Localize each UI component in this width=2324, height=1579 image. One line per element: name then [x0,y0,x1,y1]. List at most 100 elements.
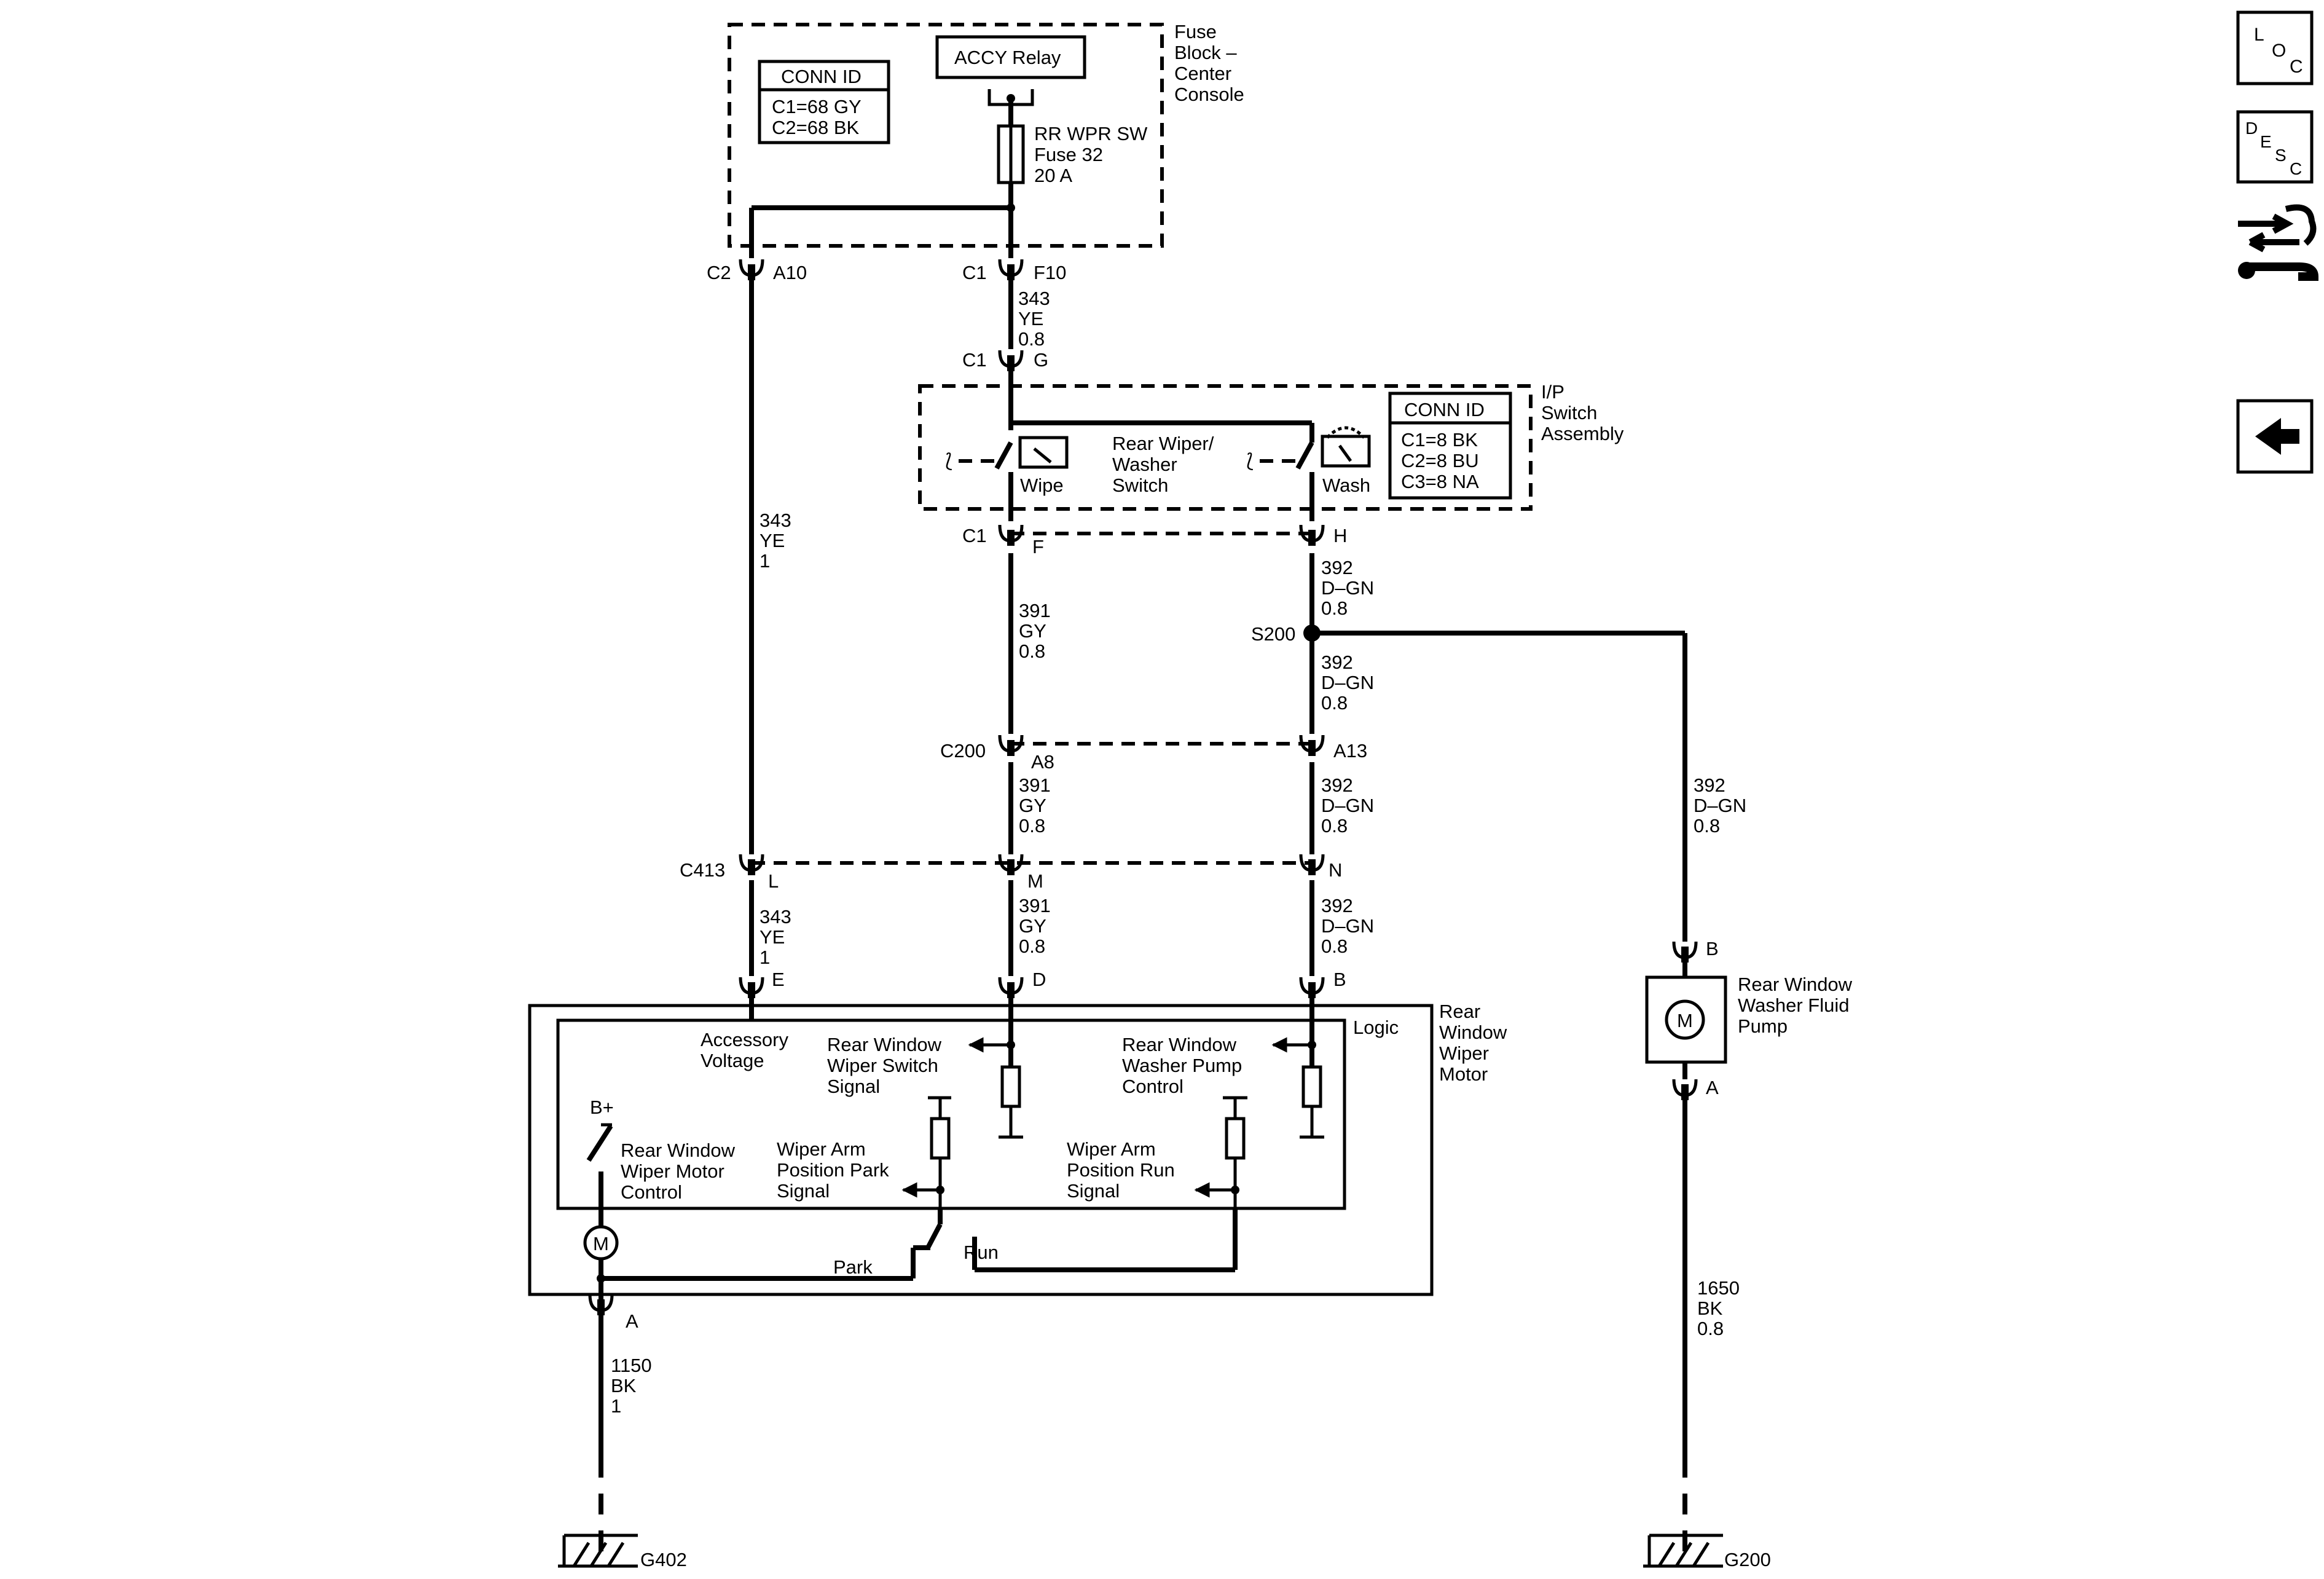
wire-label: 391 [1019,600,1051,621]
switch-assembly-label: I/P [1541,381,1564,403]
park-signal-label: Wiper Arm [777,1138,866,1160]
wire-label: 0.8 [1321,935,1348,957]
park-switch-blade [925,1223,943,1249]
fuse-label: Fuse 32 [1034,144,1103,165]
connector-label: F10 [1034,262,1066,283]
connector-label: C200 [940,740,986,762]
motor-ground: A 1150 BK 1 G402 [558,1310,687,1570]
connector-label: A13 [1333,740,1367,762]
connector-label: A [1706,1077,1719,1098]
pump-label: Washer Fluid [1738,994,1849,1016]
wire-label: D–GN [1694,795,1746,816]
run-signal-label: Wiper Arm [1067,1138,1156,1160]
accy-relay-box [935,35,1086,79]
back-arrow-icon[interactable] [2236,399,2314,474]
switch-assembly-label: Assembly [1541,423,1624,444]
fuse-conn-id-box [758,60,890,144]
washer-pump-control-label: Control [1122,1076,1184,1097]
wire-label: 0.8 [1018,328,1045,350]
logic-label: Logic [1353,1017,1399,1038]
wire-label: 0.8 [1321,597,1348,619]
resistor-icon [1301,1065,1322,1108]
logic-outline [556,1018,1346,1210]
connector-label: C1 [962,349,987,371]
wire-label: 392 [1321,652,1353,673]
connector-label: B [1333,969,1346,990]
wire-label: 391 [1019,774,1051,796]
desc-letter: C [2290,159,2302,178]
connector-cup-icon [588,1294,614,1315]
connector-label: F [1032,536,1044,557]
motor-label: Rear [1439,1001,1480,1022]
connector-label: N [1329,859,1342,881]
desc-letter: D [2245,119,2258,138]
rear-wiper-motor: Logic Rear Window Wiper Motor Accessory … [528,996,1507,1303]
wipe-switch-blade [994,441,1013,470]
run-label: Run [964,1242,999,1263]
switch-ground-mark: ⟅ [945,450,952,471]
wire-label: 391 [1019,895,1051,916]
wire-label: D–GN [1321,672,1374,693]
motor-control-label: Rear Window [621,1140,736,1161]
motor-control-switch [586,1124,613,1162]
wire-label: 392 [1321,774,1353,796]
wire-label: 1650 [1697,1277,1740,1299]
fuse-conn-id-title: CONN ID [781,66,862,87]
wire-label: D–GN [1321,795,1374,816]
fuse-block-label: Console [1174,84,1244,105]
wire-label: 0.8 [1321,692,1348,714]
wire-label: D–GN [1321,915,1374,937]
switch-label: Washer [1112,454,1177,475]
fuse-conn-id-line: C2=68 BK [772,117,860,138]
bplus-label: B+ [590,1097,614,1118]
switch-label: Rear Wiper/ [1112,433,1214,454]
switch-conn-id-box [1388,392,1512,500]
loc-letter: L [2254,25,2264,45]
wire-label: 392 [1321,557,1353,578]
wire-343-center: C1 F10 343 YE 0.8 C1 G [962,262,1066,371]
connector-label: E [772,969,785,990]
motor-label: Wiper [1439,1042,1489,1064]
connector-c413: C413 L M N 343 YE 1 391 GY 0.8 392 D–GN … [680,859,1374,990]
loc-button[interactable]: L O C [2236,10,2314,85]
switch-label: Switch [1112,474,1168,496]
loc-letter: O [2272,41,2286,61]
run-signal-label: Signal [1067,1180,1120,1202]
wire-label: GY [1019,795,1046,816]
connector-cup-icon [739,977,764,998]
washer-pump: B M Rear Window Washer Fluid Pump A 1650… [1643,938,1853,1570]
resistor-icon [930,1117,951,1160]
connector-cup-icon [998,259,1024,280]
desc-button[interactable]: D E S C [2236,110,2314,184]
wire-label: 1 [611,1395,621,1417]
nav-panel: L O C D E S C [2236,10,2319,474]
pump-motor-symbol: M [1677,1010,1693,1031]
ground-label: G200 [1724,1549,1771,1570]
wire-label: 343 [760,510,791,531]
wire-label: 0.8 [1694,815,1720,837]
accy-relay-label: ACCY Relay [954,47,1061,68]
fuse-conn-id-line: C1=68 GY [772,96,862,117]
connector-label: B [1706,938,1719,959]
wire-label: D–GN [1321,577,1374,599]
washer-icon [1321,435,1371,468]
wire-label: YE [1018,308,1043,329]
connector-cup-icon [1672,941,1698,963]
connector-label: G [1034,349,1048,371]
connector-tool-icon[interactable] [2238,204,2319,281]
run-signal-label: Position Run [1067,1159,1175,1181]
wire-label: 343 [760,906,791,927]
wire-label: 1 [760,550,770,572]
wire-391-392: C1 F H 391 GY 0.8 392 D–GN 0.8 S200 392 … [962,525,1687,942]
pump-motor-icon [1665,999,1705,1040]
wire-label: 0.8 [1321,815,1348,837]
connector-label: M [1027,870,1043,892]
connector-label: C1 [962,262,987,283]
motor-label: Motor [1439,1063,1488,1085]
wipe-label: Wipe [1020,474,1064,496]
switch-conn-id-line: C1=8 BK [1401,429,1478,451]
fuse-label: 20 A [1034,165,1072,186]
splice-label: S200 [1251,623,1295,645]
motor-control-label: Control [621,1181,682,1203]
